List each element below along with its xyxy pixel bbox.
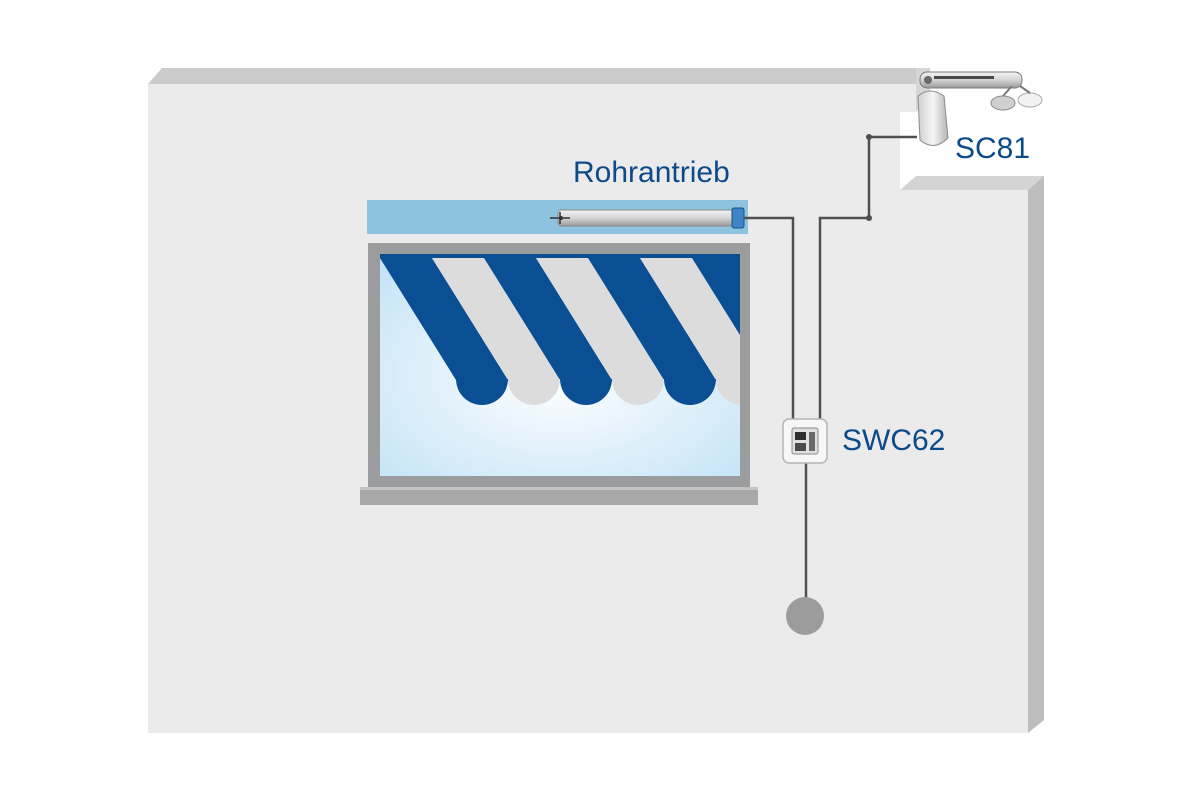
wall-switch-icon — [782, 418, 828, 464]
wire-junction — [866, 134, 872, 140]
motor-housing — [367, 200, 748, 234]
wire-junction — [866, 215, 872, 221]
tubular-motor-icon — [550, 207, 745, 229]
weather-sensor-icon — [917, 71, 1043, 146]
window-sill-highlight — [360, 487, 758, 490]
wall-ledge-top — [900, 176, 1044, 190]
awning-fabric — [380, 254, 740, 405]
weather-station-label: SC81 — [955, 132, 1031, 165]
window — [360, 243, 758, 505]
wall-switch-label: SWC62 — [842, 424, 946, 457]
motor-to-switch-wire — [744, 216, 795, 420]
window-sill — [360, 487, 758, 505]
power-outlet-icon — [786, 597, 824, 635]
motor-label: Rohrantrieb — [573, 156, 730, 189]
wall-right-edge — [1028, 176, 1044, 733]
wall-top-edge — [148, 68, 916, 84]
